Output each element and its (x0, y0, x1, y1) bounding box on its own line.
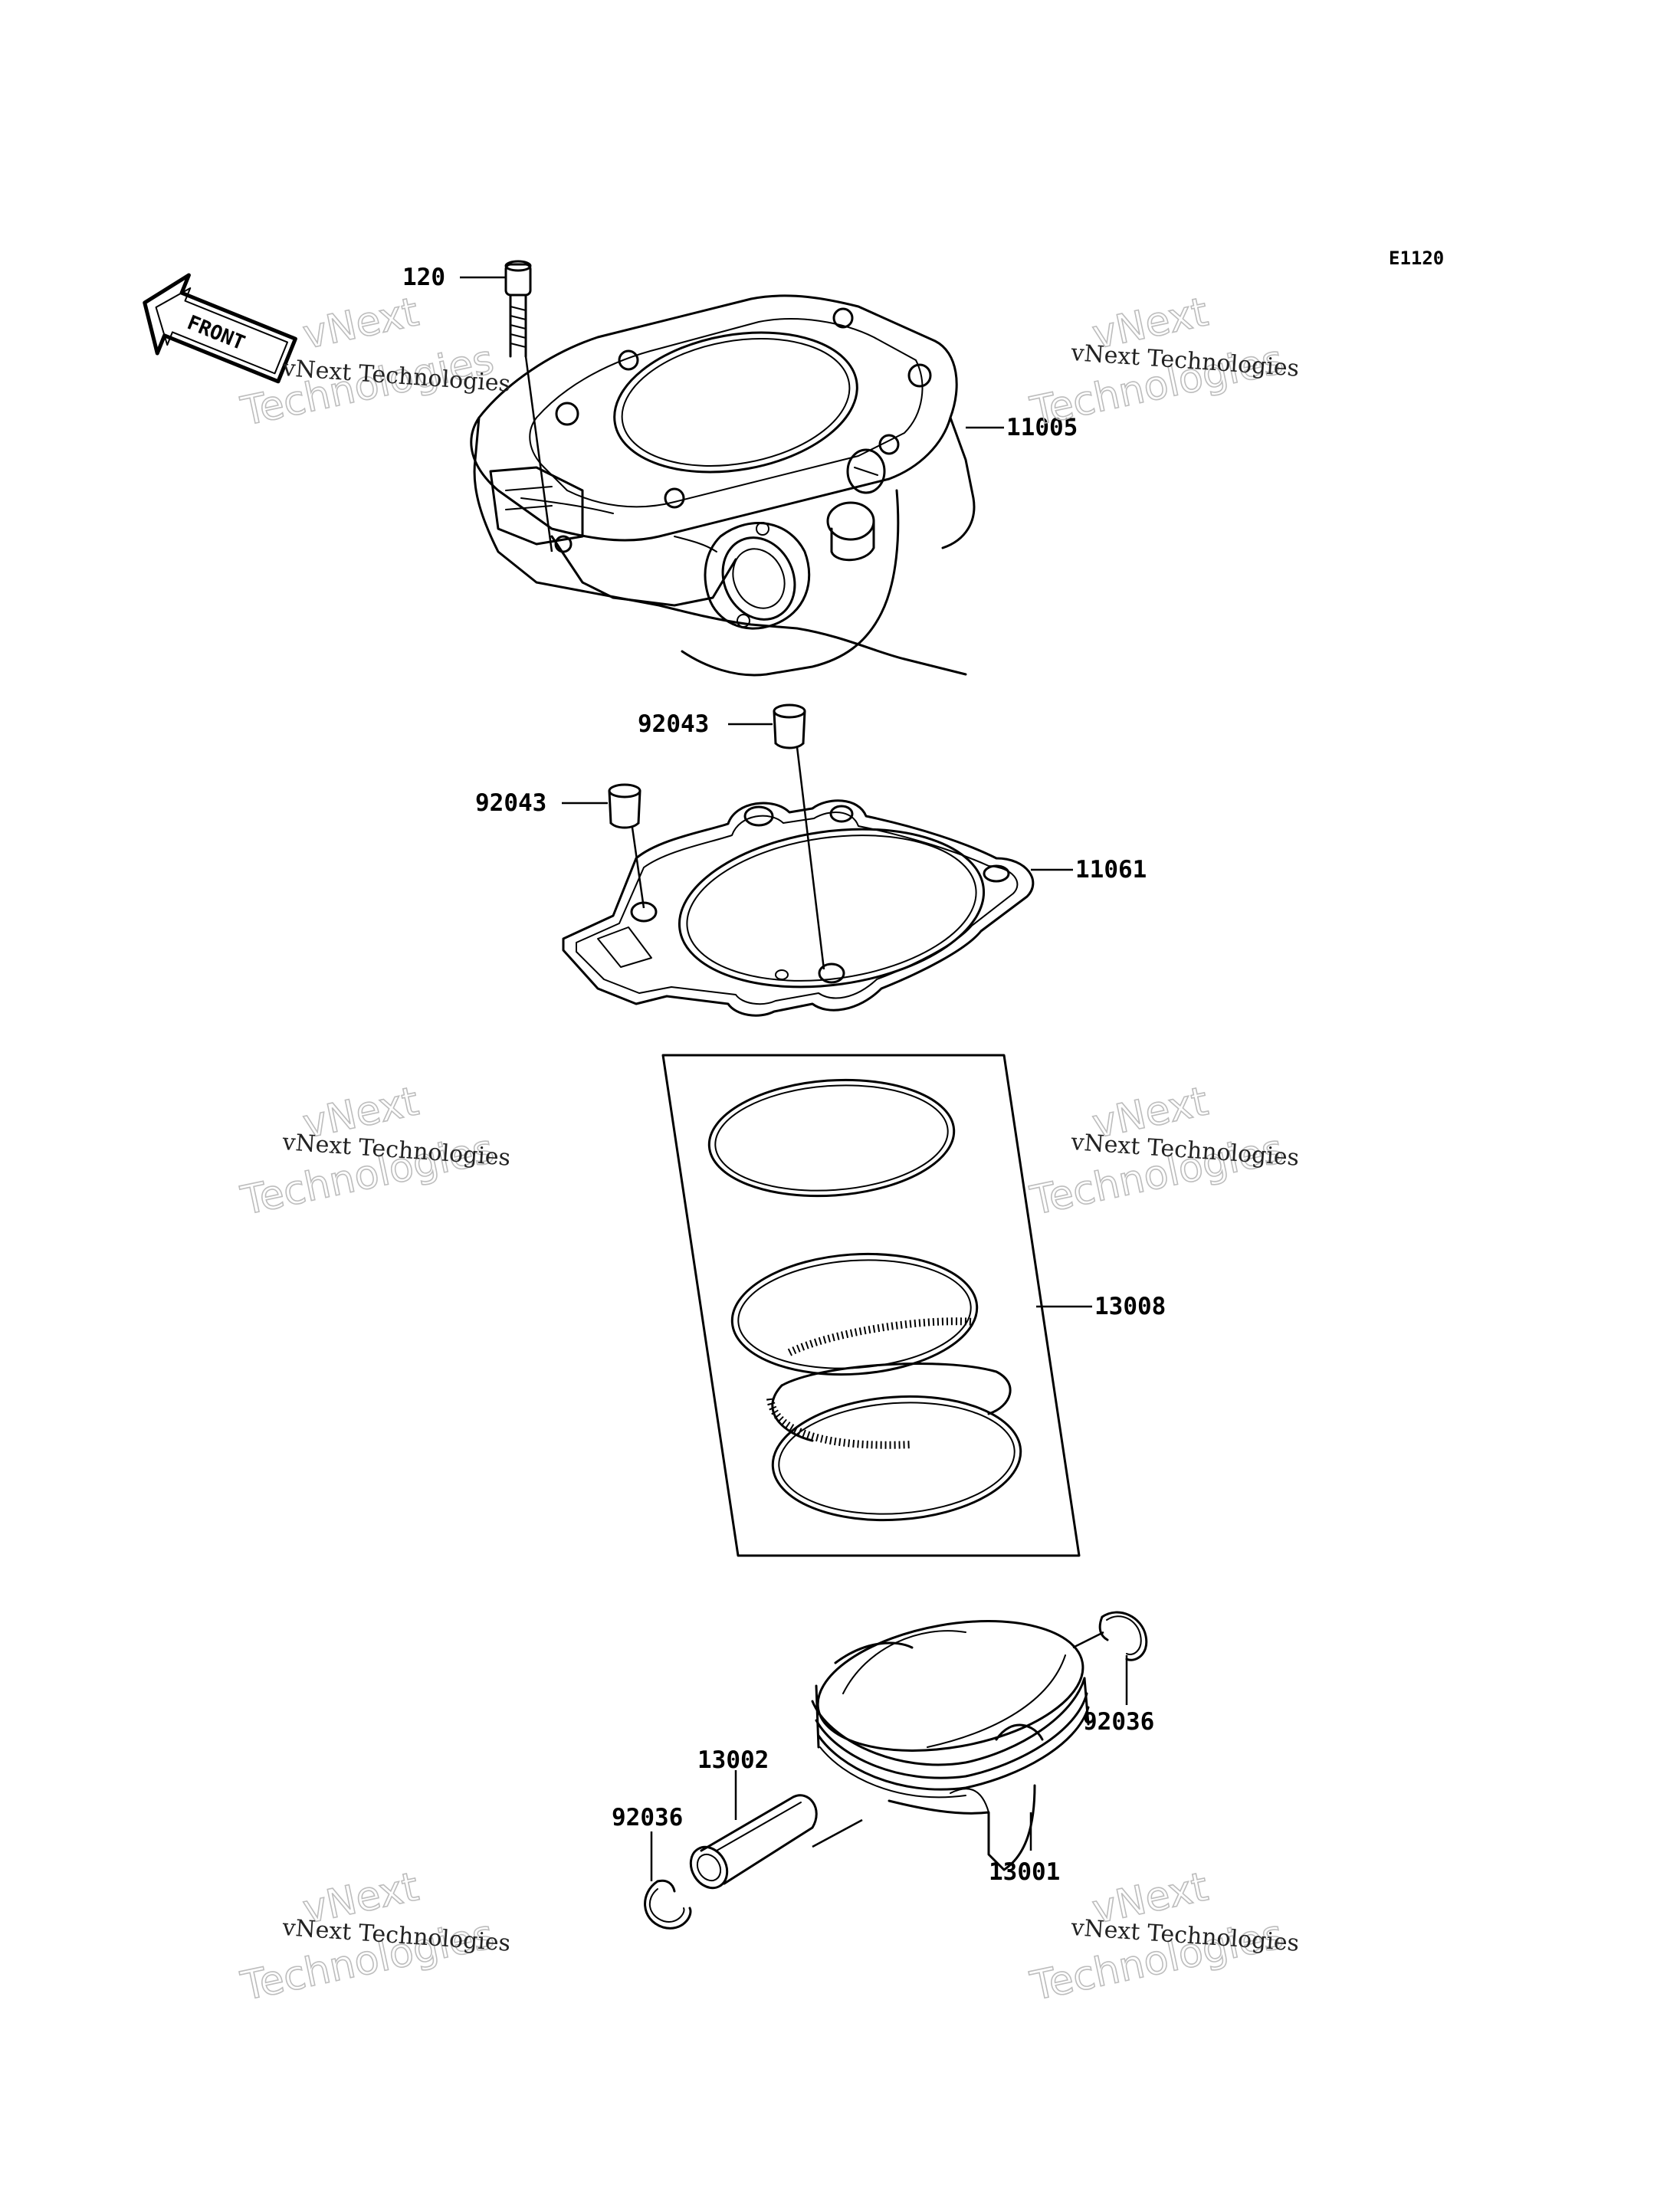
watermark-1: vNext Technologies vNext Technologies (236, 289, 511, 436)
piston-ring-set-13008[interactable] (661, 1054, 1081, 1557)
watermark-6: vNext Technologies vNext Technologies (1025, 1864, 1300, 2011)
diagram-code: E1120 (1389, 248, 1444, 269)
watermark-3: vNext Technologies vNext Technologies (236, 1078, 511, 1225)
watermark-4: vNext Technologies vNext Technologies (1025, 1078, 1300, 1225)
part-label-120: 120 (402, 264, 445, 291)
bolt-120[interactable] (504, 260, 553, 553)
piston-13001[interactable] (808, 1602, 1093, 1871)
part-label-92036-left: 92036 (612, 1804, 683, 1831)
svg-text:vNext: vNext (299, 289, 422, 358)
part-label-13008: 13008 (1094, 1293, 1166, 1320)
circlip-92036-left[interactable] (644, 1831, 692, 1930)
cylinder-gasket-11061[interactable] (562, 799, 1035, 1017)
dowel-pin-92043-lower[interactable] (608, 783, 645, 909)
part-label-11005: 11005 (1006, 414, 1078, 441)
piston-pin-13002[interactable] (684, 1770, 818, 1894)
watermark-5: vNext Technologies vNext Technologies (236, 1864, 511, 2011)
circlip-92036-right[interactable] (1072, 1611, 1148, 1705)
part-label-13001: 13001 (989, 1858, 1060, 1886)
part-label-92043-upper: 92043 (638, 710, 709, 738)
part-label-92036-right: 92036 (1083, 1708, 1154, 1736)
part-label-92043-lower: 92043 (475, 789, 546, 817)
part-label-11061: 11061 (1075, 856, 1147, 884)
watermark-2: vNext Technologies vNext Technologies (1025, 289, 1300, 436)
dowel-pin-92043-upper[interactable] (773, 703, 825, 970)
cylinder-11005[interactable] (470, 294, 976, 677)
part-label-13002: 13002 (697, 1746, 769, 1774)
front-arrow-icon: FRONT (143, 273, 297, 384)
